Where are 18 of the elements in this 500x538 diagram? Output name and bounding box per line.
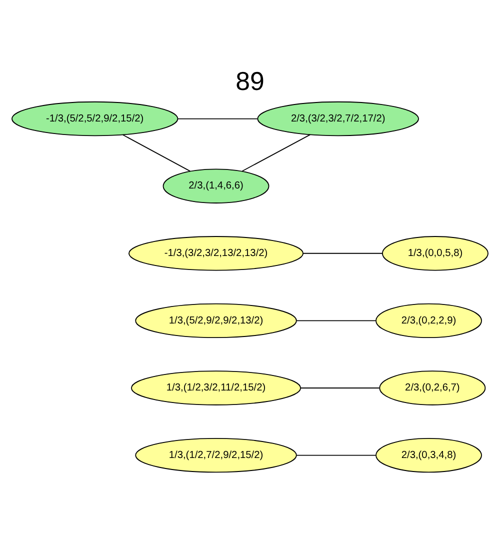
node-ellipse: 2/3,(1,4,6,6) — [162, 168, 270, 204]
connector — [178, 118, 258, 120]
connector — [242, 134, 311, 172]
node-ellipse: 1/3,(5/2,9/2,9/2,13/2) — [135, 303, 297, 338]
node-ellipse: 1/3,(1/2,3/2,11/2,15/2) — [131, 370, 302, 406]
node-ellipse: 2/3,(3/2,3/2,7/2,17/2) — [257, 101, 419, 136]
node-ellipse: 2/3,(0,2,2,9) — [376, 303, 482, 338]
connector — [296, 454, 376, 456]
connector — [296, 320, 376, 322]
node-ellipse: -1/3,(3/2,3/2,13/2,13/2) — [128, 236, 304, 271]
node-ellipse: 1/3,(0,0,5,8) — [382, 236, 488, 271]
node-ellipse: 2/3,(0,3,4,8) — [376, 438, 482, 473]
diagram-title: 89 — [236, 68, 264, 96]
node-ellipse: 2/3,(0,2,6,7) — [379, 370, 486, 406]
node-ellipse: -1/3,(5/2,5/2,9/2,15/2) — [12, 101, 178, 136]
connector — [302, 252, 383, 254]
connector — [122, 134, 191, 172]
node-ellipse: 1/3,(1/2,7/2,9/2,15/2) — [135, 438, 297, 473]
